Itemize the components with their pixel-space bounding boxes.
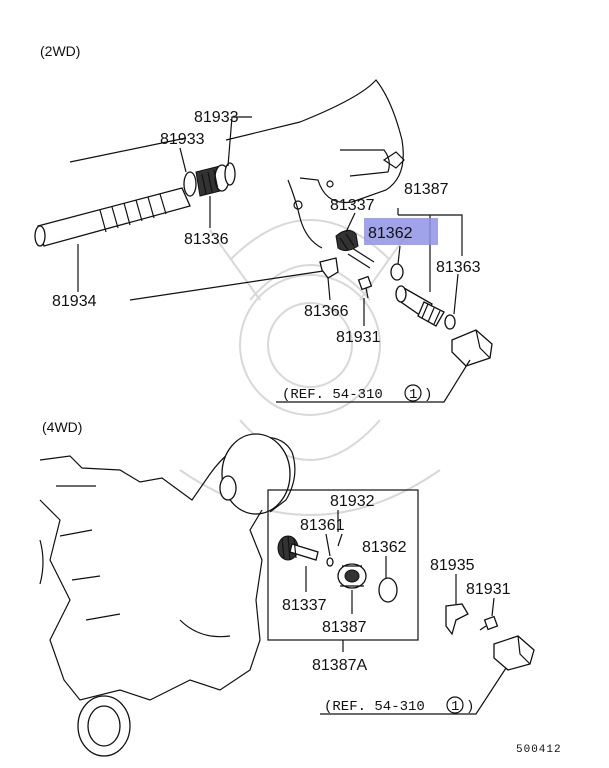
sleeve-81387 <box>395 285 445 327</box>
label-81387a: 81387A <box>312 657 367 674</box>
ref-54-310-top: (REF. 54-310 <box>282 387 383 403</box>
highlight-81362 <box>364 218 438 245</box>
leader-lines-2wd <box>77 116 471 403</box>
label-81387-2wd: 81387 <box>404 181 449 198</box>
figure-code: 500412 <box>516 744 562 756</box>
label-81931-4wd: 81931 <box>466 581 511 598</box>
key-81932 <box>337 533 343 547</box>
label-81361: 81361 <box>300 517 345 534</box>
section-2wd-label: (2WD) <box>40 43 80 59</box>
sensor-connector-2wd <box>451 329 493 367</box>
label-81935: 81935 <box>430 557 475 574</box>
bolt-81931-4wd <box>479 615 499 631</box>
sleeve-81387-4wd <box>337 563 367 589</box>
ref-54-310-bottom: (REF. 54-310 <box>324 699 425 715</box>
plate-81366 <box>319 257 339 279</box>
ref-num-bottom: 1 <box>451 699 459 715</box>
label-81336: 81336 <box>184 231 229 248</box>
transmission-housing-2wd <box>69 79 405 301</box>
label-81933-lower: 81933 <box>160 131 205 148</box>
pin-81361 <box>326 557 334 567</box>
label-81932: 81932 <box>330 493 375 510</box>
ref-close-bottom: ) <box>466 699 474 715</box>
section-4wd-label: (4WD) <box>42 419 82 435</box>
label-81337-2wd: 81337 <box>330 197 375 214</box>
label-81934: 81934 <box>52 293 97 310</box>
ref-circle-top <box>404 384 422 402</box>
label-81933-upper: 81933 <box>194 109 239 126</box>
label-81337-4wd: 81337 <box>282 597 327 614</box>
leader-lines-4wd <box>305 510 507 715</box>
output-shaft <box>34 187 191 247</box>
sensor-connector-4wd <box>493 635 535 671</box>
o-ring-81362-4wd <box>378 577 398 603</box>
drive-gear-81336 <box>183 162 236 197</box>
plate-81935 <box>445 603 469 636</box>
label-81362-2wd: 81362 <box>368 225 413 242</box>
label-81387-4wd: 81387 <box>322 619 367 636</box>
bolt-81931-2wd <box>357 275 373 299</box>
watermark-emblem <box>179 219 441 516</box>
o-ring-81362 <box>390 263 404 281</box>
label-81366: 81366 <box>304 303 349 320</box>
label-81363: 81363 <box>436 259 481 276</box>
o-ring-81363 <box>444 314 456 330</box>
driven-gear-81337-4wd <box>277 535 319 561</box>
label-81362-4wd: 81362 <box>362 539 407 556</box>
ref-close-top: ) <box>424 387 432 403</box>
ref-circle-bottom <box>446 696 464 714</box>
transfer-case-4wd <box>39 433 296 757</box>
label-81931-2wd: 81931 <box>336 329 381 346</box>
ref-num-top: 1 <box>409 387 417 403</box>
driven-gear-81337 <box>335 230 375 269</box>
